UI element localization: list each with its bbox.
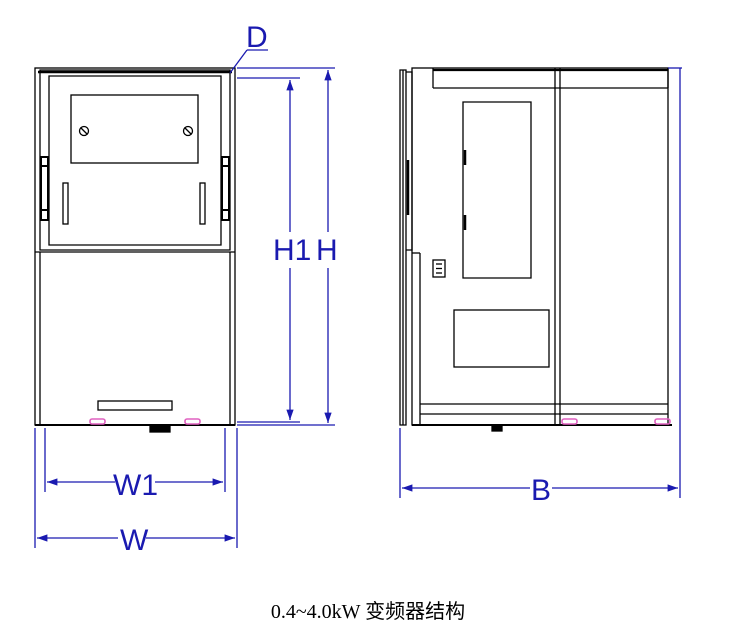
side-mounting-plate <box>399 69 407 426</box>
figure-caption: 0.4~4.0kW 变频器结构 <box>270 601 466 623</box>
mount-hole-left-icon <box>89 418 106 425</box>
side-mount-hole-right-icon <box>654 418 671 425</box>
side-window <box>462 101 532 279</box>
side-foot <box>491 424 503 432</box>
side-view <box>399 67 672 432</box>
label-w: W <box>120 524 149 557</box>
front-view <box>34 67 236 433</box>
side-mount-hole-left-icon <box>561 418 578 425</box>
side-connector <box>432 259 446 278</box>
side-body-outline <box>411 67 669 426</box>
label-b: B <box>531 474 551 507</box>
front-clip-right <box>221 156 230 221</box>
front-display-window <box>70 94 199 164</box>
side-vent-panel <box>453 309 550 368</box>
front-body-outline <box>34 67 236 426</box>
label-d: D <box>246 21 268 54</box>
mount-hole-right-icon <box>184 418 201 425</box>
screw-left-icon <box>78 125 90 137</box>
label-w1: W1 <box>113 469 158 502</box>
d-leader <box>229 49 248 74</box>
label-h: H <box>316 234 338 267</box>
front-handle-right <box>199 182 206 225</box>
screw-right-icon <box>182 125 194 137</box>
front-clip-left <box>40 156 49 221</box>
front-handle-left <box>62 182 69 225</box>
front-foot <box>149 424 171 433</box>
label-h1: H1 <box>273 234 311 267</box>
front-bottom-slot <box>97 400 173 411</box>
